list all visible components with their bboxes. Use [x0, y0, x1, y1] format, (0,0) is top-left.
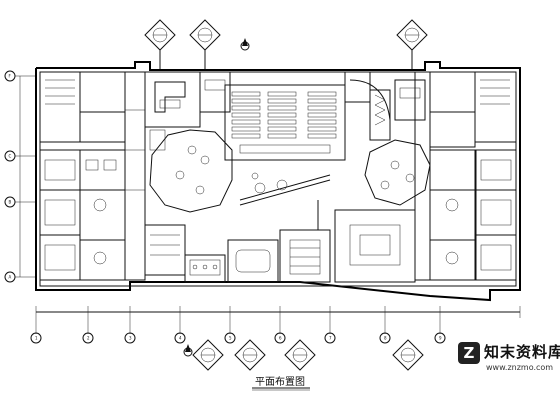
- section-marker-bottom-3: [284, 339, 316, 371]
- grid-label-c: C: [9, 154, 12, 159]
- section-marker-bottom-2: [234, 339, 266, 371]
- dimension-line: [35, 306, 521, 318]
- section-marker-top-left-2: [189, 19, 221, 70]
- grid-label-9: 9: [439, 336, 442, 341]
- section-marker-top-right: [396, 19, 428, 70]
- grid-axis-bottom: 1 2 3 4 5 6 7 8 9: [30, 318, 446, 344]
- grid-label-7: 7: [329, 336, 332, 341]
- right-wing-rooms: [414, 71, 517, 281]
- watermark-brand: 知末资料库: [484, 343, 560, 361]
- grid-label-6: 6: [279, 336, 282, 341]
- north-arrow-top: [240, 38, 250, 51]
- grid-label-8: 8: [384, 336, 387, 341]
- watermark-url: www.znzmo.com: [486, 363, 554, 372]
- grid-label-b: B: [9, 200, 12, 205]
- watermark-logo-icon: Z: [458, 342, 480, 364]
- grid-axis-left: F C B A: [4, 70, 35, 283]
- grid-label-3: 3: [129, 336, 132, 341]
- grid-label-4: 4: [179, 336, 182, 341]
- left-wing-rooms: [39, 71, 146, 281]
- center-left-zone: [144, 71, 233, 283]
- section-marker-bottom-1: [183, 339, 224, 371]
- drawing-title: 平面布置图: [255, 376, 305, 388]
- center-lobby: [239, 71, 431, 206]
- auditorium-seating: [224, 84, 346, 161]
- watermark: Z 知末资料库 www.znzmo.com: [448, 338, 560, 400]
- grid-label-a: A: [9, 275, 12, 280]
- grid-label-5: 5: [229, 336, 232, 341]
- section-marker-top-left: [144, 19, 176, 70]
- conference-rooms: [227, 200, 416, 283]
- grid-label-1: 1: [35, 336, 38, 341]
- grid-label-f: F: [9, 74, 12, 79]
- section-marker-bottom-4: [392, 339, 424, 371]
- grid-label-2: 2: [87, 336, 90, 341]
